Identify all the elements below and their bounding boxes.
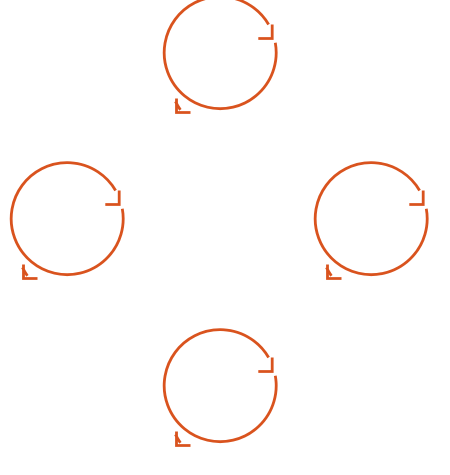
refresh-icon bbox=[9, 161, 130, 292]
refresh-icon bbox=[162, 328, 283, 459]
refresh-icon bbox=[162, 0, 283, 126]
refresh-icon bbox=[313, 161, 434, 292]
